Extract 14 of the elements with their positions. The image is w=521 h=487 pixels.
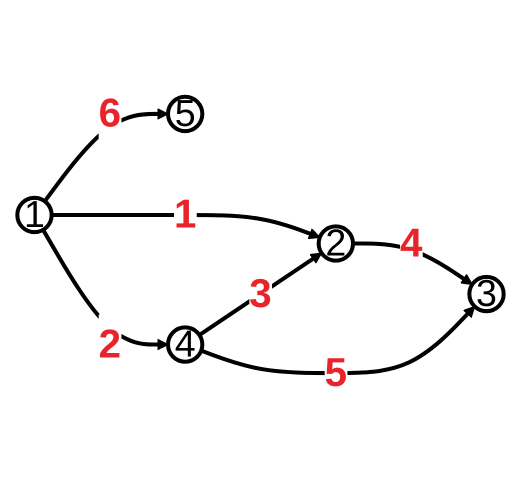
edge-label: 4 <box>400 221 422 266</box>
edge-label: 3 <box>249 272 272 316</box>
edge-label: 6 <box>98 92 122 136</box>
arrow <box>198 252 322 337</box>
node-circle: 3 <box>467 274 506 314</box>
edge-label: 2 <box>98 322 122 367</box>
node-circle: 5 <box>166 94 204 134</box>
edge-label: 1 <box>174 192 196 238</box>
node-circle: 2 <box>316 224 356 263</box>
node-circle: 4 <box>166 325 204 364</box>
edge-label: 5 <box>324 350 348 396</box>
arrow <box>200 306 476 376</box>
node-circle: 1 <box>15 196 54 234</box>
arrow <box>52 212 320 240</box>
